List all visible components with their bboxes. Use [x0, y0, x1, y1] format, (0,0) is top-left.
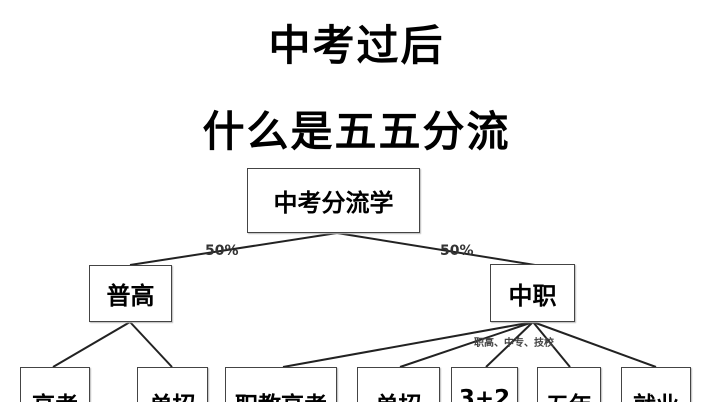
root-node: 中考分流学 — [247, 168, 420, 233]
title-line-1: 中考过后 — [268, 21, 445, 70]
split-right-label: 50% — [440, 243, 474, 259]
title-line-2: 什么是五五分流 — [202, 107, 511, 156]
zhongzhi-note: 职高、中专、技校 — [474, 338, 554, 349]
line-left-2 — [129, 321, 173, 368]
line-root-right — [336, 232, 536, 266]
node-zhongzhi: 中职 — [490, 264, 575, 322]
leaf-left-2: 单招 — [137, 367, 208, 402]
leaf-right-4: 五年 — [537, 367, 601, 402]
node-puguo: 普高 — [89, 265, 172, 322]
leaf-right-1: 职教高考 — [225, 367, 337, 402]
leaf-right-5: 就业 — [621, 367, 691, 402]
leaf-right-3: 3+2 — [451, 367, 518, 402]
leaf-left-1: 高考 — [20, 367, 90, 402]
line-right-3 — [485, 321, 534, 368]
line-right-4 — [532, 321, 571, 368]
line-right-5 — [532, 321, 657, 368]
line-right-1 — [282, 321, 534, 368]
leaf-right-2: 单招 — [357, 367, 440, 402]
line-right-2 — [399, 321, 534, 368]
line-left-1 — [52, 321, 131, 368]
split-left-label: 50% — [205, 243, 239, 259]
line-root-left — [129, 232, 338, 266]
